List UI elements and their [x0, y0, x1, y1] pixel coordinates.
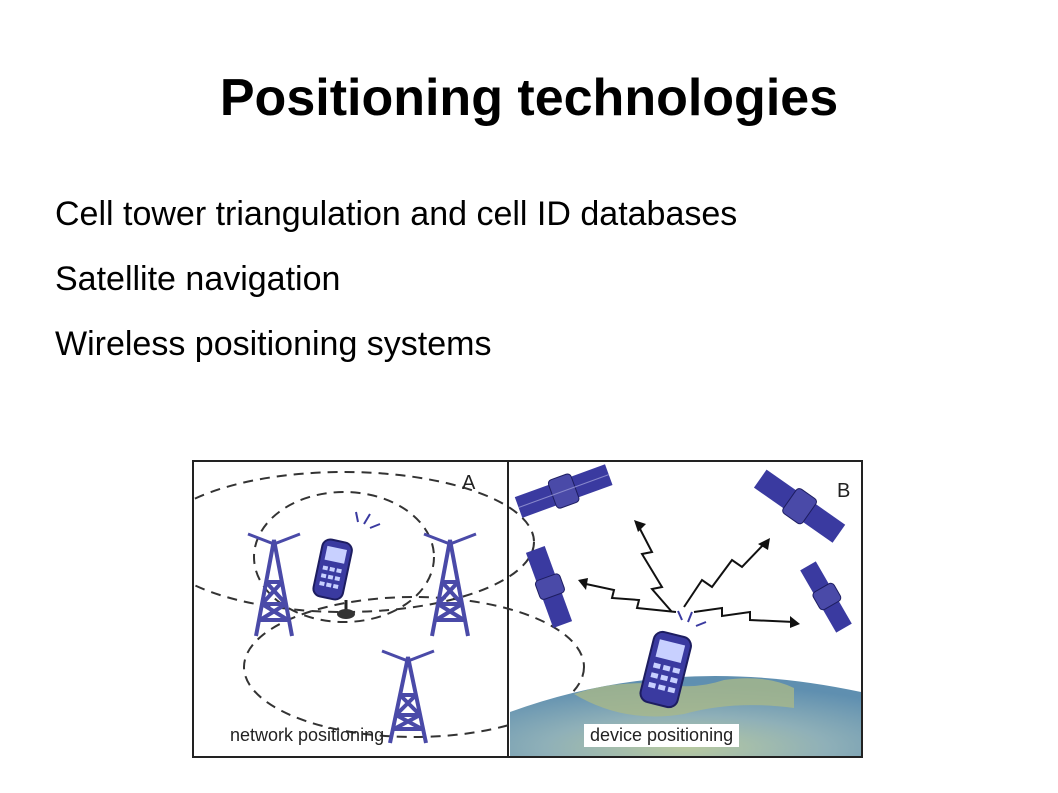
cell-tower-icon [247, 532, 301, 637]
signal-arrow-4 [693, 606, 795, 623]
signal-arrow-1 [638, 526, 673, 613]
signal-icon [355, 511, 381, 529]
satellite-icon [525, 545, 573, 629]
satellite-icon [800, 561, 852, 633]
cell-tower-icon [381, 649, 435, 744]
signal-arrows [585, 526, 795, 623]
panel-network-positioning [194, 471, 585, 744]
signal-arrow-2 [683, 543, 765, 608]
bullet-list: Cell tower triangulation and cell ID dat… [55, 190, 737, 385]
satellite-icon [753, 469, 846, 543]
cell-tower-icon [423, 532, 477, 637]
mobile-phone-icon [312, 538, 353, 601]
satellite-icon [514, 464, 613, 518]
bullet-cell-tower: Cell tower triangulation and cell ID dat… [55, 195, 738, 233]
range-ring-center [253, 491, 435, 623]
signal-arrowheads [578, 520, 800, 628]
panel-b-letter: B [837, 480, 851, 502]
location-pin-base [337, 609, 355, 619]
positioning-illustration [194, 462, 861, 756]
panel-device-positioning [510, 464, 861, 756]
earth-land [574, 678, 794, 717]
panel-a-letter: A [462, 472, 476, 494]
positioning-figure: A B network positioning device positioni… [192, 460, 863, 758]
range-ring-top [194, 471, 535, 613]
signal-arrow-3 [585, 583, 677, 613]
caption-network-positioning: network positioning [230, 725, 385, 745]
caption-device-positioning: device positioning [584, 724, 740, 747]
slide-title: Positioning technologies [219, 69, 839, 127]
bullet-wireless: Wireless positioning systems [55, 325, 492, 363]
signal-icon [677, 610, 707, 627]
mobile-phone-icon [639, 630, 692, 709]
range-ring-bottom [243, 596, 585, 738]
bullet-satellite: Satellite navigation [55, 260, 341, 298]
